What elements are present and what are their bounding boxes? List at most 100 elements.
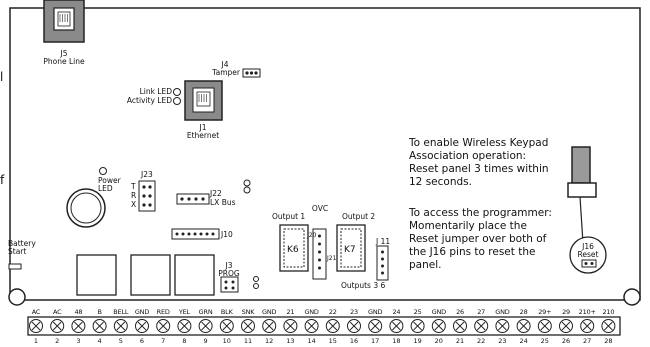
note-line: 12 seconds. [409,176,472,188]
cropped-text-fragment: f [0,173,5,187]
relay-k6-icon [279,224,309,272]
terminal-label: 22 [328,308,337,316]
terminal-label: BELL [113,308,129,316]
terminal-label: 26 [456,308,464,316]
terminal-screw-slot [392,321,401,331]
terminal-number: 11 [243,337,253,345]
terminal-number: 20 [434,337,443,345]
programmer-access-note: To access the programmer: Momentarily pl… [409,207,552,272]
terminal-label: GND [495,308,510,316]
terminal-number: 15 [328,337,337,345]
battery-start-label: Battery Start [8,239,36,256]
terminal-screw-slot [158,321,168,331]
terminal-label: AC [31,308,41,316]
power-led-label: Power LED [98,176,121,193]
terminal-number: 22 [477,337,486,345]
terminal-screw-slot [264,321,274,331]
terminal-number: 24 [519,337,528,345]
terminal-screw-slot [582,321,592,331]
terminal-screw-slot [604,321,613,331]
terminal-number: 21 [455,337,465,345]
tamper-jumper-icon [242,68,261,78]
terminal-screw-slot [328,321,338,331]
link-led-icon [173,88,181,96]
note-line: panel. [409,259,442,271]
cropped-text-fragment: l [0,70,4,84]
terminal-number: 18 [392,337,401,345]
link-led-label: Link LED [139,87,172,96]
note-line: To enable Wireless Keypad [409,137,549,149]
output-1-label: Output 1 [272,212,306,221]
mounting-hole-icon [623,288,641,306]
terminal-strip [27,316,621,336]
terminal-label: GND [262,308,277,316]
terminal-screw-slot [498,321,507,331]
wireless-keypad-note: To enable Wireless Keypad Association op… [409,137,549,189]
k7-label: K7 [344,245,356,255]
j16-label: J16 [582,242,594,251]
ovc-connector-icon [312,228,327,280]
terminal-screw-slot [201,321,210,331]
outputs-3-6-label: Outputs 3 6 [341,281,386,290]
terminal-screw-slot [413,321,422,331]
prog-connector-icon [220,276,239,293]
terminal-number: 6 [139,337,145,345]
terminal-number: 4 [97,337,102,345]
terminal-number: 25 [540,337,549,345]
ethernet-label: Ethernet [186,131,220,140]
k6-label: K6 [287,245,299,255]
terminal-number: 12 [265,337,274,345]
component-block [130,254,171,296]
terminal-label: 29 [562,308,570,316]
terminal-label: GRN [198,308,213,316]
mounting-hole-icon [8,288,26,306]
j4-label: J4 [221,60,229,69]
note-line: the J16 pins to reset the [409,246,536,258]
board-outline [9,7,641,301]
j16-reset-callout-icon [569,236,607,274]
coil-icon [243,179,251,194]
terminal-label: RED [156,308,170,316]
terminal-number: 5 [118,337,123,345]
terminal-number: 8 [182,337,187,345]
j3-label: J3 [225,261,233,270]
terminal-screw-slot [561,321,571,331]
terminal-label: 25 [413,308,422,316]
terminal-label: 28 [519,308,528,316]
activity-led-icon [173,97,181,105]
terminal-label: SNK [241,308,255,316]
terminal-number: 27 [583,337,592,345]
j20-label: J20 [307,232,317,239]
ethernet-jack-icon [184,80,223,121]
output-2-label: Output 2 [342,212,376,221]
terminal-number: 9 [203,337,208,345]
terminal-screw-slot [476,321,486,331]
j10-header-icon [171,228,220,240]
phone-line-label: Phone Line [43,57,85,66]
terminal-number: 14 [307,337,316,345]
terminal-screw-slot [349,321,359,331]
component-block [174,254,215,296]
note-line: Reset jumper over both of [409,233,547,245]
j23-header-icon [138,180,156,212]
terminal-number: 28 [604,337,613,345]
j11-header-icon [376,245,389,281]
terminal-label: BLK [220,308,233,316]
terminal-label: 24 [392,308,401,316]
terminal-screw-slot [286,321,295,331]
j23-pin-x: X [131,200,137,209]
terminal-screw-slot [519,321,528,331]
j23-pin-t: T [131,182,136,191]
note-line: Reset panel 3 times within [409,163,549,175]
terminal-label: 48 [74,308,83,316]
note-line: Momentarily place the [409,220,527,232]
terminal-number: 13 [286,337,295,345]
terminal-screw-slot [455,321,465,331]
j11-label: J 11 [376,237,391,246]
lx-bus-label: LX Bus [210,198,236,207]
terminal-screw-slot [31,321,41,331]
j23-label: J23 [141,170,153,179]
terminal-screw-slot [137,321,147,331]
tamper-label: Tamper [212,68,240,77]
